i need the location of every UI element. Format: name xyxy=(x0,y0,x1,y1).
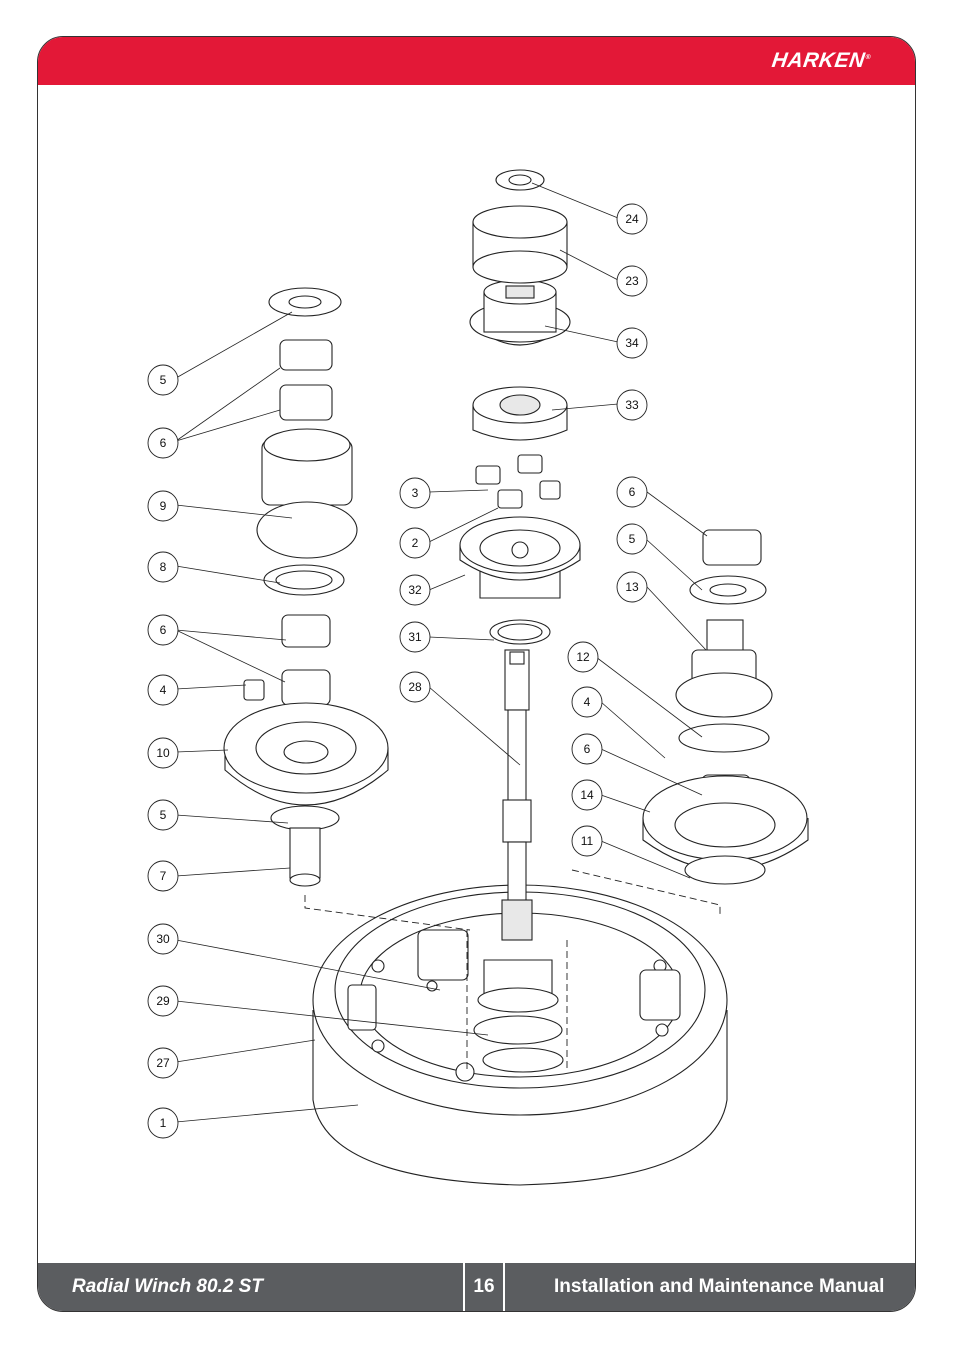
callout-4: 4 xyxy=(571,686,603,718)
svg-text:7: 7 xyxy=(160,869,167,883)
product-title: Radial Winch 80.2 ST xyxy=(72,1276,263,1297)
part-6-bearing xyxy=(279,339,333,371)
svg-text:5: 5 xyxy=(629,532,636,546)
part-11-washer xyxy=(684,855,766,885)
part-7-shaft xyxy=(289,827,321,879)
part-9-gear xyxy=(256,428,358,559)
callout-29: 29 xyxy=(147,985,179,1017)
svg-text:6: 6 xyxy=(584,742,591,756)
callout-6: 6 xyxy=(147,427,179,459)
part-6-bearing xyxy=(281,614,331,648)
part-23-bearing-cage xyxy=(472,205,568,284)
callout-5: 5 xyxy=(147,364,179,396)
callout-30: 30 xyxy=(147,923,179,955)
callout-6: 6 xyxy=(147,614,179,646)
page-frame: HARKEN® Radial Winch 80.2 ST 16 Installa… xyxy=(37,36,916,1312)
callout-32: 32 xyxy=(399,574,431,606)
pawls-2-3 xyxy=(475,454,561,509)
callout-3: 3 xyxy=(399,477,431,509)
svg-text:30: 30 xyxy=(156,932,170,946)
callout-8: 8 xyxy=(147,551,179,583)
callout-5: 5 xyxy=(616,523,648,555)
svg-text:8: 8 xyxy=(160,560,167,574)
callout-33: 33 xyxy=(616,389,648,421)
svg-text:28: 28 xyxy=(408,680,422,694)
callout-31: 31 xyxy=(399,621,431,653)
part-4-screw xyxy=(243,679,265,701)
callout-4: 4 xyxy=(147,674,179,706)
callout-12: 12 xyxy=(567,641,599,673)
svg-text:2: 2 xyxy=(412,536,419,550)
part-34-flange xyxy=(469,279,571,346)
callout-28: 28 xyxy=(399,671,431,703)
svg-text:6: 6 xyxy=(160,436,167,450)
footer-band: Radial Winch 80.2 ST 16 Installation and… xyxy=(38,1263,915,1311)
callout-6: 6 xyxy=(616,476,648,508)
svg-text:12: 12 xyxy=(576,650,590,664)
svg-text:1: 1 xyxy=(160,1116,167,1130)
part-13-gear xyxy=(675,619,773,718)
part-6-bearing xyxy=(279,384,333,421)
callout-23: 23 xyxy=(616,265,648,297)
central-shaft xyxy=(466,649,568,1073)
svg-text:5: 5 xyxy=(160,373,167,387)
callout-10: 10 xyxy=(147,737,179,769)
part-33-hub xyxy=(472,386,568,441)
svg-text:3: 3 xyxy=(412,486,419,500)
part-14-gear xyxy=(642,775,809,871)
svg-text:34: 34 xyxy=(625,336,639,350)
callout-24: 24 xyxy=(616,203,648,235)
callout-5: 5 xyxy=(147,799,179,831)
callout-13: 13 xyxy=(616,571,648,603)
part-6-bearing xyxy=(281,669,331,706)
svg-text:29: 29 xyxy=(156,994,170,1008)
svg-text:23: 23 xyxy=(625,274,639,288)
manual-title: Installation and Maintenance Manual xyxy=(554,1276,885,1297)
svg-text:24: 24 xyxy=(625,212,639,226)
svg-text:11: 11 xyxy=(581,834,594,848)
part-12-ring xyxy=(678,723,770,753)
callout-1: 1 xyxy=(147,1107,179,1139)
svg-text:33: 33 xyxy=(625,398,639,412)
callout-34: 34 xyxy=(616,327,648,359)
callout-27: 27 xyxy=(147,1047,179,1079)
part-5-washer xyxy=(270,805,340,831)
svg-text:14: 14 xyxy=(580,788,594,802)
part-10-gear xyxy=(223,702,389,806)
svg-text:4: 4 xyxy=(160,683,167,697)
svg-text:13: 13 xyxy=(625,580,639,594)
callout-14: 14 xyxy=(571,779,603,811)
header-band: HARKEN® xyxy=(38,37,915,85)
callout-2: 2 xyxy=(399,527,431,559)
callout-7: 7 xyxy=(147,860,179,892)
svg-text:5: 5 xyxy=(160,808,167,822)
part-6-bearing xyxy=(702,529,762,566)
svg-text:31: 31 xyxy=(408,630,422,644)
svg-text:10: 10 xyxy=(156,746,170,760)
svg-text:9: 9 xyxy=(160,499,167,513)
part-32-gear xyxy=(459,516,581,599)
page-number: 16 xyxy=(463,1263,505,1311)
svg-text:6: 6 xyxy=(629,485,636,499)
svg-text:27: 27 xyxy=(156,1056,170,1070)
svg-text:32: 32 xyxy=(408,583,422,597)
svg-text:6: 6 xyxy=(160,623,167,637)
svg-text:4: 4 xyxy=(584,695,591,709)
callout-11: 11 xyxy=(571,825,603,857)
callout-9: 9 xyxy=(147,490,179,522)
callout-6: 6 xyxy=(571,733,603,765)
